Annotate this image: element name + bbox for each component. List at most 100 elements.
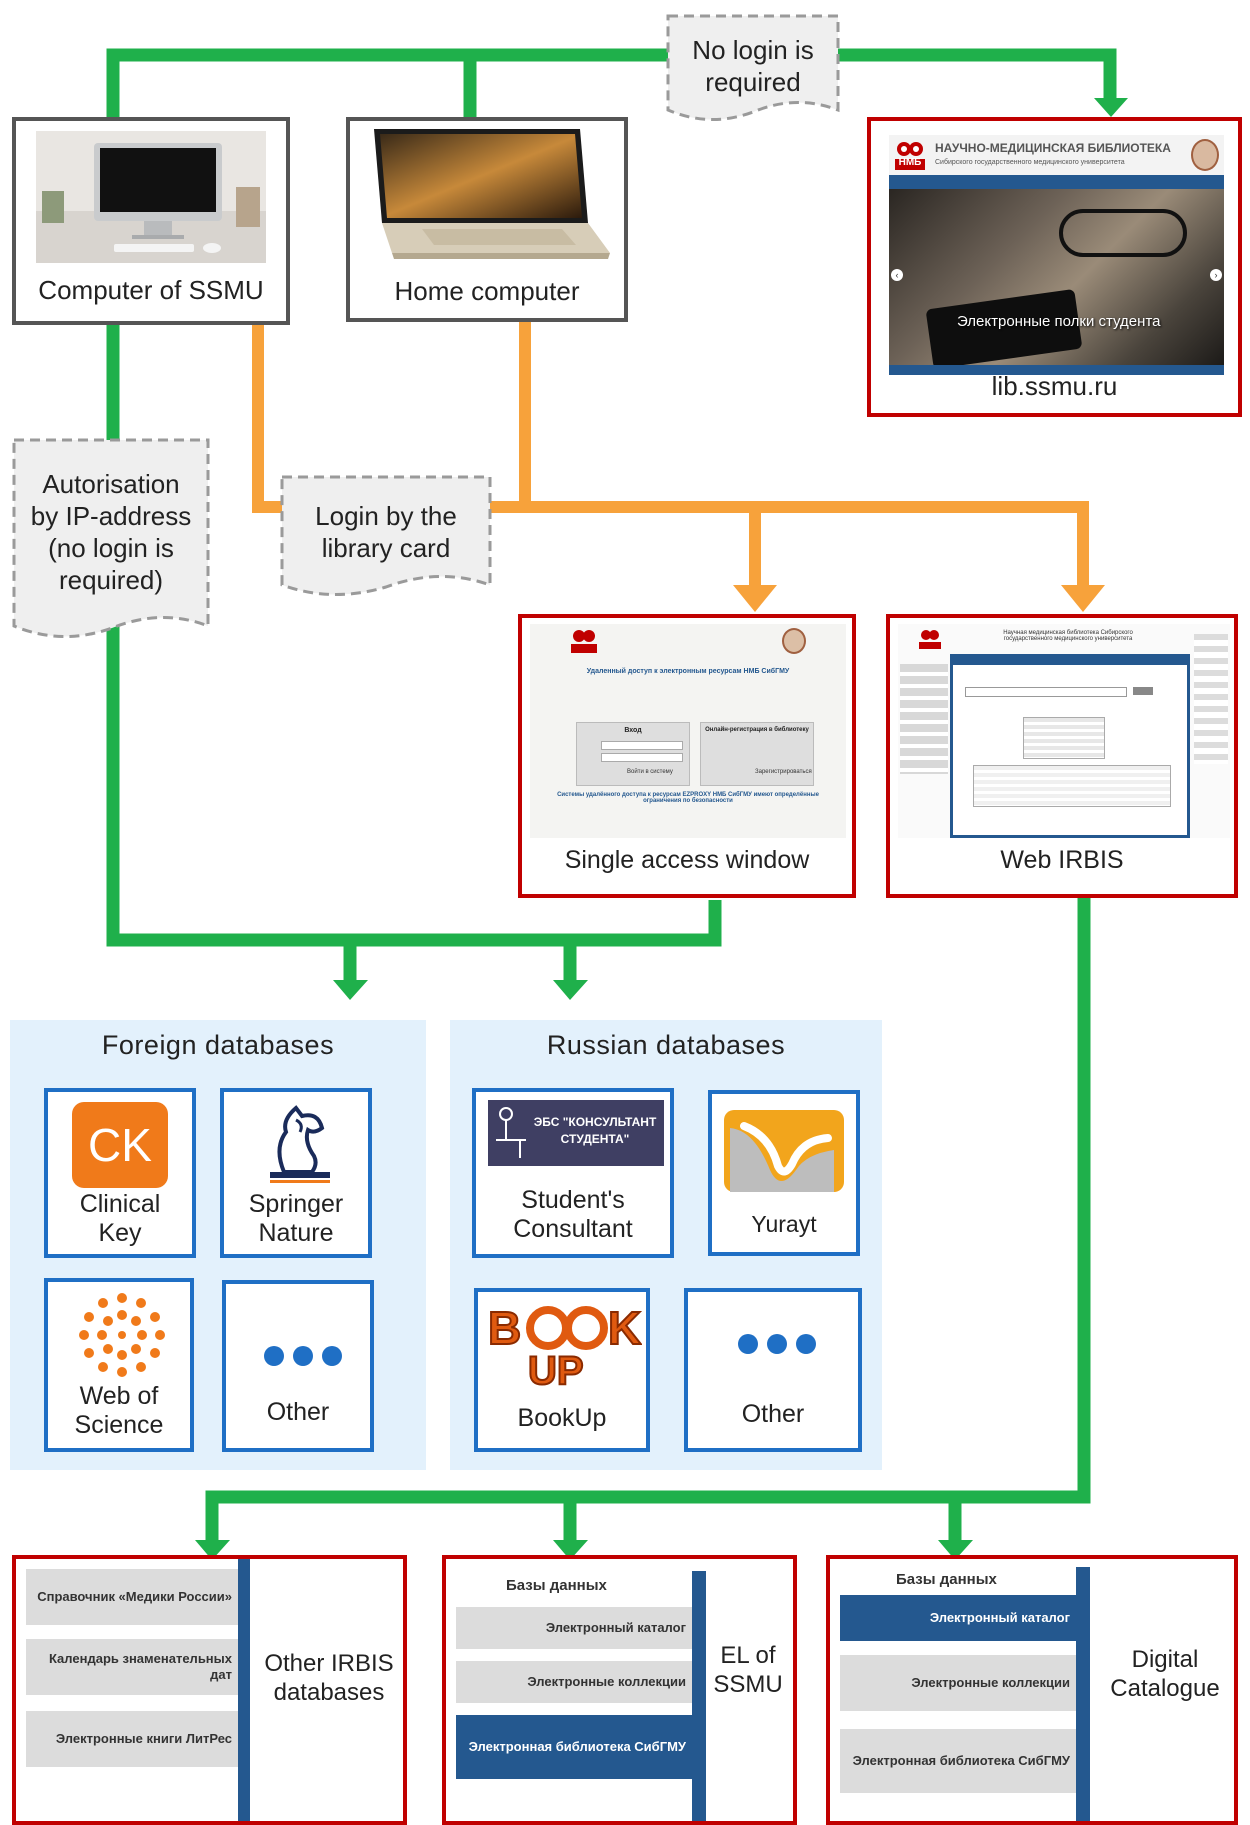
digital-catalogue-item-label: Электронные коллекции (911, 1675, 1070, 1690)
green-left-line (106, 325, 722, 947)
digital-catalogue-item-label: Электронный каталог (929, 1610, 1070, 1625)
irbis-db-item-label: Справочник «Медики России» (37, 1589, 232, 1604)
db-yurayt[interactable]: Yurayt (708, 1090, 860, 1256)
sa-login-button[interactable]: Войти в систему (627, 769, 673, 775)
irbis-db-item-label: Электронные книги ЛитРес (55, 1731, 232, 1746)
lib-site-logo-abbr: НМБ (898, 157, 922, 168)
svg-text:B: B (488, 1302, 521, 1354)
digital-catalogue-box[interactable]: Базы данных Электронный каталог Электрон… (826, 1555, 1238, 1825)
lib-site-banner[interactable]: ‹ › Электронные полки студента (889, 189, 1224, 370)
note-library-card: Login by the library card (280, 475, 492, 603)
sa-register-panel: Онлайн-регистрация в библиотеку Зарегист… (700, 722, 814, 786)
db-foreign-other[interactable]: Other (222, 1280, 374, 1452)
el-ssmu-box[interactable]: Базы данных Электронный каталог Электрон… (442, 1555, 797, 1825)
note-shape-icon (12, 438, 210, 639)
more-dots-icon (738, 1334, 818, 1354)
el-ssmu-item-label: Электронная библиотека СибГМУ (468, 1739, 686, 1754)
irbis-list (973, 765, 1171, 807)
irbis-menu-bar (238, 1559, 250, 1821)
irbis-db-item[interactable]: Календарь знаменательных дат (26, 1639, 238, 1695)
single-access-screenshot: Удаленный доступ к электронным ресурсам … (530, 624, 846, 838)
orange-arrowheads (733, 585, 1105, 612)
db-springer-nature[interactable]: Springer Nature (220, 1088, 372, 1258)
sa-logo-icon (570, 628, 598, 654)
lib-site-logo-icon (893, 139, 927, 171)
el-ssmu-item[interactable]: Электронные коллекции (456, 1661, 692, 1703)
green-top-line (106, 48, 1117, 122)
green-arrowheads (195, 98, 1128, 1560)
irbis-search-field[interactable] (965, 687, 1127, 697)
lib-site-crest-icon (1191, 139, 1219, 171)
students-consultant-logo-icon: ЭБС "КОНСУЛЬТАНТ СТУДЕНТА" (488, 1100, 664, 1166)
note-no-login-text: No login is required (692, 35, 814, 97)
computer-home-box: Home computer (346, 117, 628, 322)
bookup-label: BookUp (517, 1404, 607, 1432)
russian-databases-title: Russian databases (546, 1030, 786, 1060)
digital-catalogue-head: Базы данных (896, 1571, 997, 1588)
db-web-of-science[interactable]: Web of Science (44, 1278, 194, 1452)
irbis-search-button[interactable] (1133, 687, 1153, 695)
svg-text:UP: UP (528, 1349, 584, 1386)
irbis-right-menu[interactable] (1194, 634, 1228, 764)
web-of-science-logo-icon (72, 1290, 172, 1380)
foreign-other-label: Other (266, 1398, 330, 1426)
other-irbis-box[interactable]: Справочник «Медики России» Календарь зна… (12, 1555, 407, 1825)
other-irbis-label: Other IRBIS databases (264, 1650, 394, 1706)
laptop-illustration (362, 125, 616, 263)
el-ssmu-item[interactable]: Электронная библиотека СибГМУ (456, 1715, 692, 1779)
irbis-left-menu[interactable] (900, 664, 948, 774)
db-bookup[interactable]: B K UP BookUp (474, 1288, 650, 1452)
imac-illustration (36, 131, 266, 263)
web-of-science-label: Web of Science (74, 1382, 164, 1439)
banner-prev-icon[interactable]: ‹ (891, 269, 903, 281)
lib-site-banner-text: Электронные полки студента (957, 313, 1161, 330)
yurayt-logo-icon (724, 1110, 844, 1192)
el-ssmu-item-label: Электронные коллекции (527, 1674, 686, 1689)
sa-footer-heading: Системы удалённого доступа к ресурсам EZ… (557, 792, 819, 804)
db-clinical-key[interactable]: CK Clinical Key (44, 1088, 196, 1258)
irbis-main-title (953, 657, 1187, 665)
banner-next-icon[interactable]: › (1210, 269, 1222, 281)
glasses-icon (1059, 209, 1187, 257)
sa-password-field[interactable] (601, 753, 683, 762)
db-russian-other[interactable]: Other (684, 1288, 862, 1452)
irbis-header: Научная медицинская библиотека Сибирског… (1003, 630, 1133, 642)
computer-home-label: Home computer (394, 276, 580, 306)
digital-catalogue-item[interactable]: Электронный каталог (840, 1595, 1076, 1641)
irbis-table (1023, 717, 1105, 759)
students-consultant-logo-text: ЭБС "КОНСУЛЬТАНТ СТУДЕНТА" (533, 1115, 657, 1146)
db-students-consultant[interactable]: ЭБС "КОНСУЛЬТАНТ СТУДЕНТА" Student's Con… (472, 1088, 674, 1258)
orange-main-line (525, 501, 1089, 590)
note-shape-icon (666, 14, 840, 121)
sa-login-panel: Вход Войти в систему (576, 722, 690, 786)
irbis-db-item[interactable]: Справочник «Медики России» (26, 1569, 238, 1625)
sa-login-label: Вход (624, 727, 642, 734)
computer-ssmu-box: Computer of SSMU (12, 117, 290, 325)
sa-register-button[interactable]: Зарегистрироваться (755, 769, 812, 775)
el-ssmu-label: EL of SSMU (713, 1642, 783, 1698)
note-no-login: No login is required (666, 14, 840, 128)
digital-catalogue-label: Digital Catalogue (1110, 1646, 1220, 1702)
el-ssmu-item[interactable]: Электронный каталог (456, 1607, 692, 1649)
svg-text:K: K (608, 1302, 641, 1354)
russian-other-label: Other (741, 1400, 805, 1428)
lib-site-navbar[interactable] (889, 175, 1224, 189)
digital-catalogue-item[interactable]: Электронная библиотека СибГМУ (840, 1729, 1076, 1793)
sa-login-field[interactable] (601, 741, 683, 750)
springer-horse-icon (256, 1098, 342, 1184)
foreign-databases-title: Foreign databases (101, 1030, 335, 1060)
lib-site-box: НМБ НАУЧНО-МЕДИЦИНСКАЯ БИБЛИОТЕКА Сибирс… (867, 117, 1242, 417)
irbis-db-item[interactable]: Электронные книги ЛитРес (26, 1711, 238, 1767)
digital-catalogue-item[interactable]: Электронные коллекции (840, 1655, 1076, 1711)
lib-site-screenshot: НМБ НАУЧНО-МЕДИЦИНСКАЯ БИБЛИОТЕКА Сибирс… (889, 135, 1224, 375)
sa-register-label: Онлайн-регистрация в библиотеку (705, 727, 809, 733)
lib-site-caption[interactable]: lib.ssmu.ru (991, 371, 1118, 401)
sa-heading: Удаленный доступ к электронным ресурсам … (586, 668, 790, 675)
web-irbis-caption[interactable]: Web IRBIS (1000, 846, 1124, 874)
single-access-caption[interactable]: Single access window (564, 846, 810, 874)
note-shape-icon (280, 475, 492, 597)
sa-crest-icon (782, 628, 806, 654)
digital-catalogue-menu-bar (1076, 1567, 1090, 1821)
lib-site-name: НАУЧНО-МЕДИЦИНСКАЯ БИБЛИОТЕКА (935, 141, 1171, 155)
